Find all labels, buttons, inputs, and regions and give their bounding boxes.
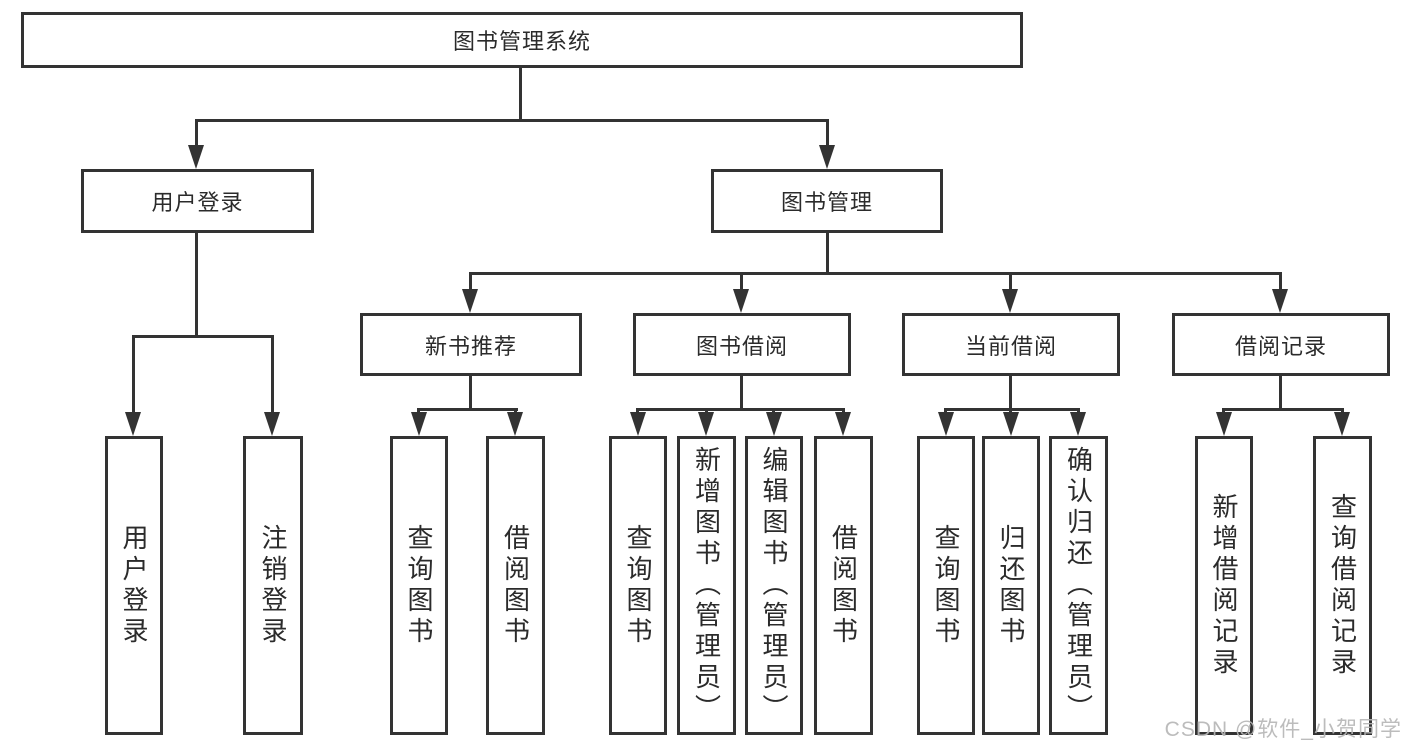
connector-currentborrow-branch xyxy=(944,408,1080,411)
node-label: 图书管理系统 xyxy=(452,29,591,54)
leaf-label: 注销登录 xyxy=(258,523,288,648)
leaf-label: 查询图书 xyxy=(623,523,653,648)
arrowhead-down-icon xyxy=(630,412,646,436)
leaf-add-borrow-record: 新增借阅记录 xyxy=(1195,436,1253,735)
connector-user-login-trunk xyxy=(195,233,198,337)
connector-drop xyxy=(826,119,829,148)
node-label: 当前借阅 xyxy=(964,333,1057,359)
csdn-watermark: CSDN @软件_小贺同学 xyxy=(1164,718,1402,741)
arrowhead-down-icon xyxy=(125,412,141,436)
node-user-login: 用户登录 xyxy=(81,169,314,233)
leaf-logout: 注销登录 xyxy=(243,436,303,735)
connector-level2-branch xyxy=(469,272,1282,275)
node-book-management: 图书管理 xyxy=(711,169,943,233)
connector-borrowrecord-branch xyxy=(1222,408,1344,411)
leaf-user-login: 用户登录 xyxy=(105,436,163,735)
connector-drop xyxy=(469,272,472,291)
arrowhead-down-icon xyxy=(188,145,204,169)
leaf-newbook-query-book: 查询图书 xyxy=(390,436,448,735)
connector-level1-branch xyxy=(195,119,829,122)
arrowhead-down-icon xyxy=(766,412,782,436)
connector-drop xyxy=(271,335,274,414)
arrowhead-down-icon xyxy=(835,412,851,436)
node-borrow-record: 借阅记录 xyxy=(1172,313,1390,376)
connector-bookborrow-trunk xyxy=(740,376,743,410)
leaf-confirm-return-admin: 确认归还（管理员） xyxy=(1049,436,1108,735)
leaf-label: 用户登录 xyxy=(119,523,149,648)
node-label: 图书管理 xyxy=(780,190,873,215)
connector-root-trunk xyxy=(519,68,522,120)
arrowhead-down-icon xyxy=(938,412,954,436)
arrowhead-down-icon xyxy=(462,289,478,313)
leaf-borrow-query-book: 查询图书 xyxy=(609,436,667,735)
arrowhead-down-icon xyxy=(411,412,427,436)
connector-book-mgmt-trunk xyxy=(826,233,829,274)
leaf-label: 确认归还（管理员） xyxy=(1063,446,1094,725)
leaf-current-query-book: 查询图书 xyxy=(917,436,975,735)
node-label: 用户登录 xyxy=(151,190,244,215)
arrowhead-down-icon xyxy=(698,412,714,436)
connector-newbook-branch xyxy=(417,408,518,411)
leaf-label: 借阅图书 xyxy=(500,523,531,648)
leaf-query-borrow-record: 查询借阅记录 xyxy=(1313,436,1372,735)
leaf-return-book: 归还图书 xyxy=(982,436,1040,735)
connector-newbook-trunk xyxy=(469,376,472,410)
node-library-management-system: 图书管理系统 xyxy=(21,12,1023,68)
leaf-newbook-borrow-book: 借阅图书 xyxy=(486,436,545,735)
node-label: 借阅记录 xyxy=(1234,333,1327,359)
leaf-label: 查询图书 xyxy=(931,523,961,648)
arrowhead-down-icon xyxy=(819,145,835,169)
leaf-label: 借阅图书 xyxy=(828,523,859,648)
connector-borrowrecord-trunk xyxy=(1279,376,1282,410)
arrowhead-down-icon xyxy=(733,289,749,313)
connector-drop xyxy=(1279,272,1282,291)
arrowhead-down-icon xyxy=(1070,412,1086,436)
arrowhead-down-icon xyxy=(1216,412,1232,436)
node-book-borrow: 图书借阅 xyxy=(633,313,851,376)
connector-currentborrow-trunk xyxy=(1009,376,1012,410)
arrowhead-down-icon xyxy=(1002,289,1018,313)
connector-user-login-branch xyxy=(132,335,274,338)
node-new-book-recommend: 新书推荐 xyxy=(360,313,582,376)
leaf-add-book-admin: 新增图书（管理员） xyxy=(677,436,736,735)
arrowhead-down-icon xyxy=(264,412,280,436)
connector-bookborrow-branch xyxy=(636,408,845,411)
connector-drop xyxy=(1009,272,1012,291)
arrowhead-down-icon xyxy=(507,412,523,436)
node-label: 新书推荐 xyxy=(424,333,517,359)
arrowhead-down-icon xyxy=(1334,412,1350,436)
arrowhead-down-icon xyxy=(1272,289,1288,313)
leaf-edit-book-admin: 编辑图书（管理员） xyxy=(745,436,803,735)
node-current-borrow: 当前借阅 xyxy=(902,313,1120,376)
leaf-label: 查询图书 xyxy=(404,523,434,648)
leaf-label: 归还图书 xyxy=(996,523,1026,648)
leaf-borrow-book: 借阅图书 xyxy=(814,436,873,735)
node-label: 图书借阅 xyxy=(695,333,788,359)
connector-drop xyxy=(132,335,135,414)
leaf-label: 新增图书（管理员） xyxy=(691,446,722,725)
leaf-label: 编辑图书（管理员） xyxy=(759,446,789,725)
connector-drop xyxy=(195,119,198,148)
arrowhead-down-icon xyxy=(1003,412,1019,436)
connector-drop xyxy=(740,272,743,291)
leaf-label: 查询借阅记录 xyxy=(1327,492,1358,679)
leaf-label: 新增借阅记录 xyxy=(1209,492,1239,679)
